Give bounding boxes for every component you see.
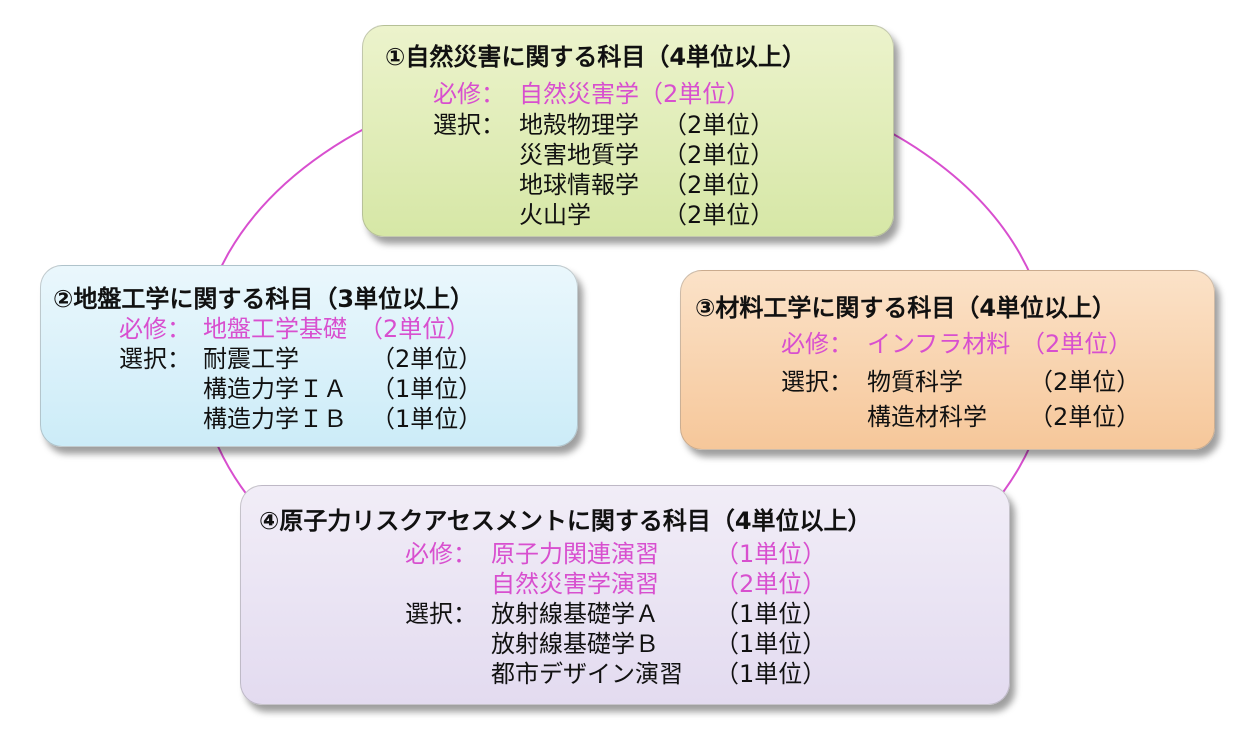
- course-name: 放射線基礎学Ａ: [491, 600, 659, 628]
- course-credits: （2単位）: [715, 570, 827, 598]
- course-credits: （2単位）: [663, 111, 775, 139]
- materials-courses-box: ③材料工学に関する科目（4単位以上） 必修： インフラ材料 （2単位） 選択： …: [680, 270, 1215, 450]
- elective-label: 選択：: [119, 345, 191, 373]
- course-credits: （1単位）: [371, 375, 483, 403]
- course-credits: （2単位）: [663, 171, 775, 199]
- course-name: 自然災害学: [519, 80, 639, 108]
- course-credits: （1単位）: [715, 630, 827, 658]
- course-name: 地盤工学基礎: [203, 315, 347, 343]
- course-name: 災害地質学: [519, 141, 639, 169]
- course-credits: （1単位）: [371, 405, 483, 433]
- course-name: 地球情報学: [519, 171, 639, 199]
- geotechnical-courses-box: ②地盤工学に関する科目（3単位以上） 必修： 地盤工学基礎 （2単位） 選択： …: [40, 265, 578, 447]
- course-credits: （1単位）: [715, 660, 827, 688]
- course-credits: （2単位）: [1029, 368, 1141, 396]
- course-name: インフラ材料: [867, 330, 1011, 358]
- course-credits: （2単位）: [663, 201, 775, 229]
- course-credits: （2単位）: [1021, 330, 1133, 358]
- required-label: 必修：: [405, 540, 477, 568]
- course-credits: （2単位）: [371, 345, 483, 373]
- required-label: 必修：: [781, 330, 853, 358]
- box-title: ③材料工学に関する科目（4単位以上）: [695, 294, 1117, 322]
- course-credits: （2単位）: [1029, 403, 1141, 431]
- required-label: 必修：: [433, 80, 505, 108]
- course-credits: （2単位）: [639, 80, 751, 108]
- course-name: 物質科学: [867, 368, 963, 396]
- elective-label: 選択：: [781, 368, 853, 396]
- course-name: 構造力学ＩＢ: [203, 405, 347, 433]
- course-name: 火山学: [519, 201, 591, 229]
- box-title: ②地盤工学に関する科目（3単位以上）: [53, 285, 475, 313]
- elective-label: 選択：: [405, 600, 477, 628]
- course-name: 自然災害学演習: [491, 570, 659, 598]
- course-name: 耐震工学: [203, 345, 299, 373]
- course-credits: （2単位）: [663, 141, 775, 169]
- box-title: ④原子力リスクアセスメントに関する科目（4単位以上）: [259, 507, 872, 535]
- box-title: ①自然災害に関する科目（4単位以上）: [385, 43, 807, 71]
- course-name: 都市デザイン演習: [491, 660, 683, 688]
- elective-label: 選択：: [433, 111, 505, 139]
- course-credits: （1単位）: [715, 600, 827, 628]
- nuclear-risk-courses-box: ④原子力リスクアセスメントに関する科目（4単位以上） 必修： 原子力関連演習 （…: [240, 485, 1010, 705]
- course-name: 地殻物理学: [519, 111, 639, 139]
- required-label: 必修：: [119, 315, 191, 343]
- course-name: 放射線基礎学Ｂ: [491, 630, 659, 658]
- course-name: 原子力関連演習: [491, 540, 659, 568]
- course-credits: （2単位）: [359, 315, 471, 343]
- course-name: 構造材科学: [867, 403, 987, 431]
- natural-disaster-courses-box: ①自然災害に関する科目（4単位以上） 必修： 自然災害学 （2単位） 選択： 地…: [362, 25, 894, 237]
- course-credits: （1単位）: [715, 540, 827, 568]
- course-name: 構造力学ＩＡ: [203, 375, 347, 403]
